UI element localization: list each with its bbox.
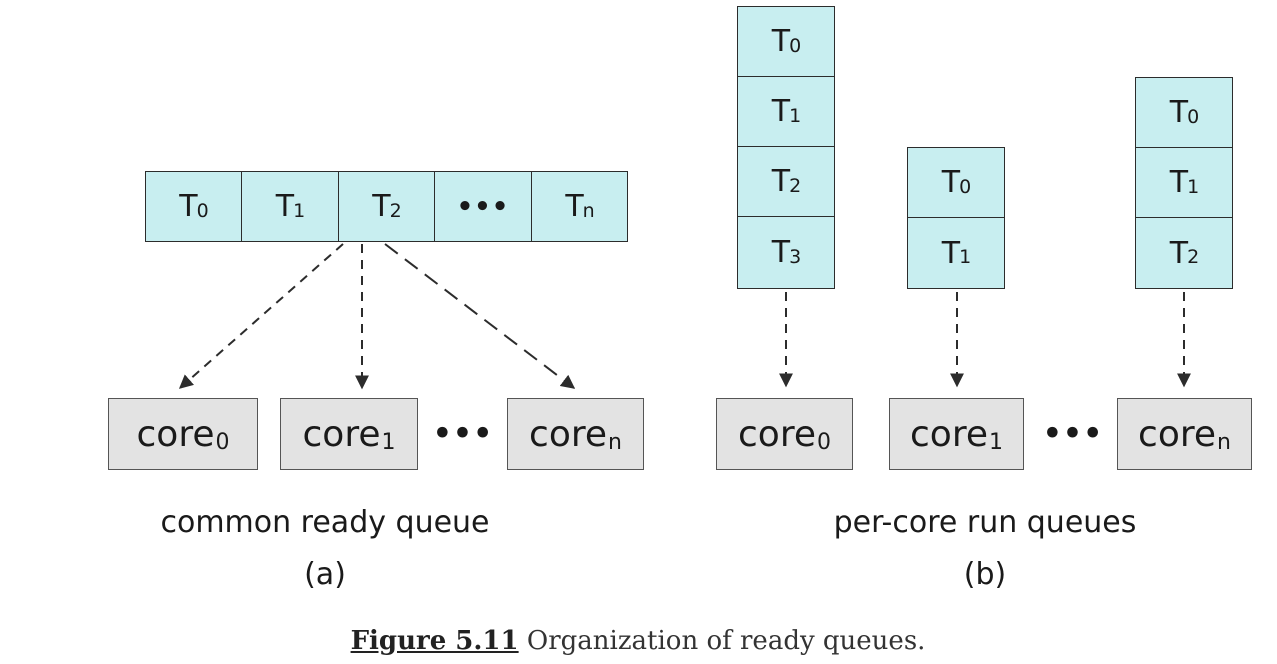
panel-label-a: (a) (304, 557, 346, 592)
cores-ellipsis: ••• (1042, 416, 1104, 452)
queue-cell-ellipsis: ••• (434, 171, 532, 242)
figure-number: Figure 5.11 (350, 626, 519, 656)
panel-label-b: (b) (963, 557, 1007, 592)
caption-per-core-run-queues: per-core run queues (833, 505, 1137, 540)
arrow-queue-to-core-n (384, 243, 576, 389)
arrow-queue-to-core-0 (178, 243, 344, 389)
caption-common-ready-queue: common ready queue (160, 505, 490, 540)
figure-caption-text: Organization of ready queues. (518, 626, 926, 656)
figure-caption: Figure 5.11 Organization of ready queues… (351, 626, 926, 656)
cores-ellipsis: ••• (432, 416, 494, 452)
